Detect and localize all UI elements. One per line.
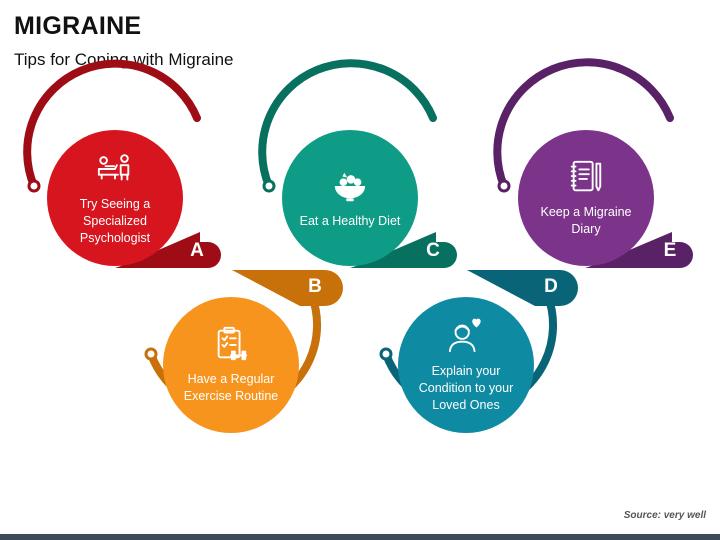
- page-subtitle: Tips for Coping with Migraine: [14, 50, 234, 69]
- step-c-circle: Eat a Healthy Diet: [282, 130, 418, 266]
- step-a-letter: A: [190, 240, 204, 261]
- step-b-label: Have a Regular Exercise Routine: [183, 372, 279, 403]
- source-note: Source: very well: [623, 510, 706, 521]
- clipboard-dumbbell-icon: [217, 326, 248, 361]
- step-b-circle: Have a Regular Exercise Routine: [163, 297, 299, 433]
- step-a-label: Try Seeing a Specialized Psychologist: [79, 196, 151, 245]
- step-d-label: Explain your Condition to your Loved One…: [418, 363, 514, 412]
- step-a-circle: Try Seeing a Specialized Psychologist: [47, 130, 183, 266]
- step-e-label: Keep a Migraine Diary: [540, 205, 632, 236]
- step-b-letter: B: [308, 276, 322, 297]
- step-c-letter: C: [426, 240, 440, 261]
- footer-bar: [0, 534, 720, 540]
- person-heart-icon: [448, 318, 481, 352]
- step-d-letter: D: [544, 276, 558, 297]
- salad-bowl-icon: [334, 172, 366, 201]
- step-e-letter: E: [663, 240, 677, 261]
- psychologist-couch-icon: [97, 153, 130, 180]
- step-d-circle: Explain your Condition to your Loved One…: [398, 297, 534, 433]
- notebook-pen-icon: [570, 160, 602, 192]
- step-c-label: Eat a Healthy Diet: [299, 213, 401, 228]
- step-e-circle: Keep a Migraine Diary: [518, 130, 654, 266]
- page-title: MIGRAINE: [14, 12, 142, 40]
